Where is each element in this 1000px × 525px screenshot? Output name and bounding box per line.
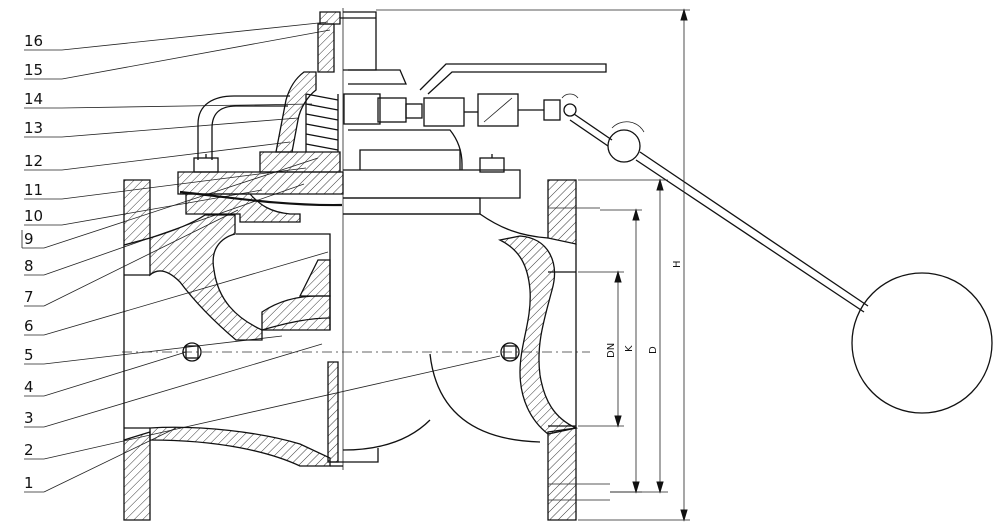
valve-body: [123, 179, 379, 521]
bonnet: [177, 11, 521, 223]
part-number-2: 2: [24, 441, 34, 459]
part-number-5: 5: [24, 346, 34, 364]
bolt-holes: [182, 342, 520, 362]
label-2: 2: [24, 355, 501, 460]
part-number-15: 15: [24, 61, 43, 79]
label-6: 6: [24, 251, 329, 336]
dimensions: H D K DN: [376, 8, 690, 522]
part-number-10: 10: [24, 207, 43, 225]
label-15: 15: [24, 29, 331, 80]
dim-d-label: D: [648, 346, 659, 354]
part-number-6: 6: [24, 317, 34, 335]
float-ball: [851, 272, 993, 414]
part-number-1: 1: [24, 474, 34, 492]
pilot-valve: [343, 63, 993, 414]
part-number-16: 16: [24, 32, 43, 50]
label-13: 13: [24, 117, 299, 138]
spring: [305, 93, 339, 152]
part-number-9: 9: [24, 230, 34, 248]
part-number-11: 11: [24, 181, 43, 199]
valve-body-right: [342, 179, 610, 521]
centerlines: [122, 8, 590, 470]
dim-k-label: K: [624, 345, 635, 352]
part-number-4: 4: [24, 378, 34, 396]
part-number-12: 12: [24, 152, 43, 170]
part-number-14: 14: [24, 90, 43, 108]
label-14: 14: [24, 90, 313, 109]
part-number-7: 7: [24, 288, 34, 306]
dim-dn-label: DN: [606, 343, 617, 358]
dim-h-label: H: [672, 260, 683, 268]
label-16: 16: [24, 21, 329, 51]
label-12: 12: [24, 141, 291, 171]
label-5: 5: [24, 335, 283, 365]
part-number-3: 3: [24, 409, 34, 427]
part-number-8: 8: [24, 257, 34, 275]
label-4: 4: [24, 351, 187, 397]
label-3: 3: [24, 343, 323, 428]
part-number-13: 13: [24, 119, 43, 137]
